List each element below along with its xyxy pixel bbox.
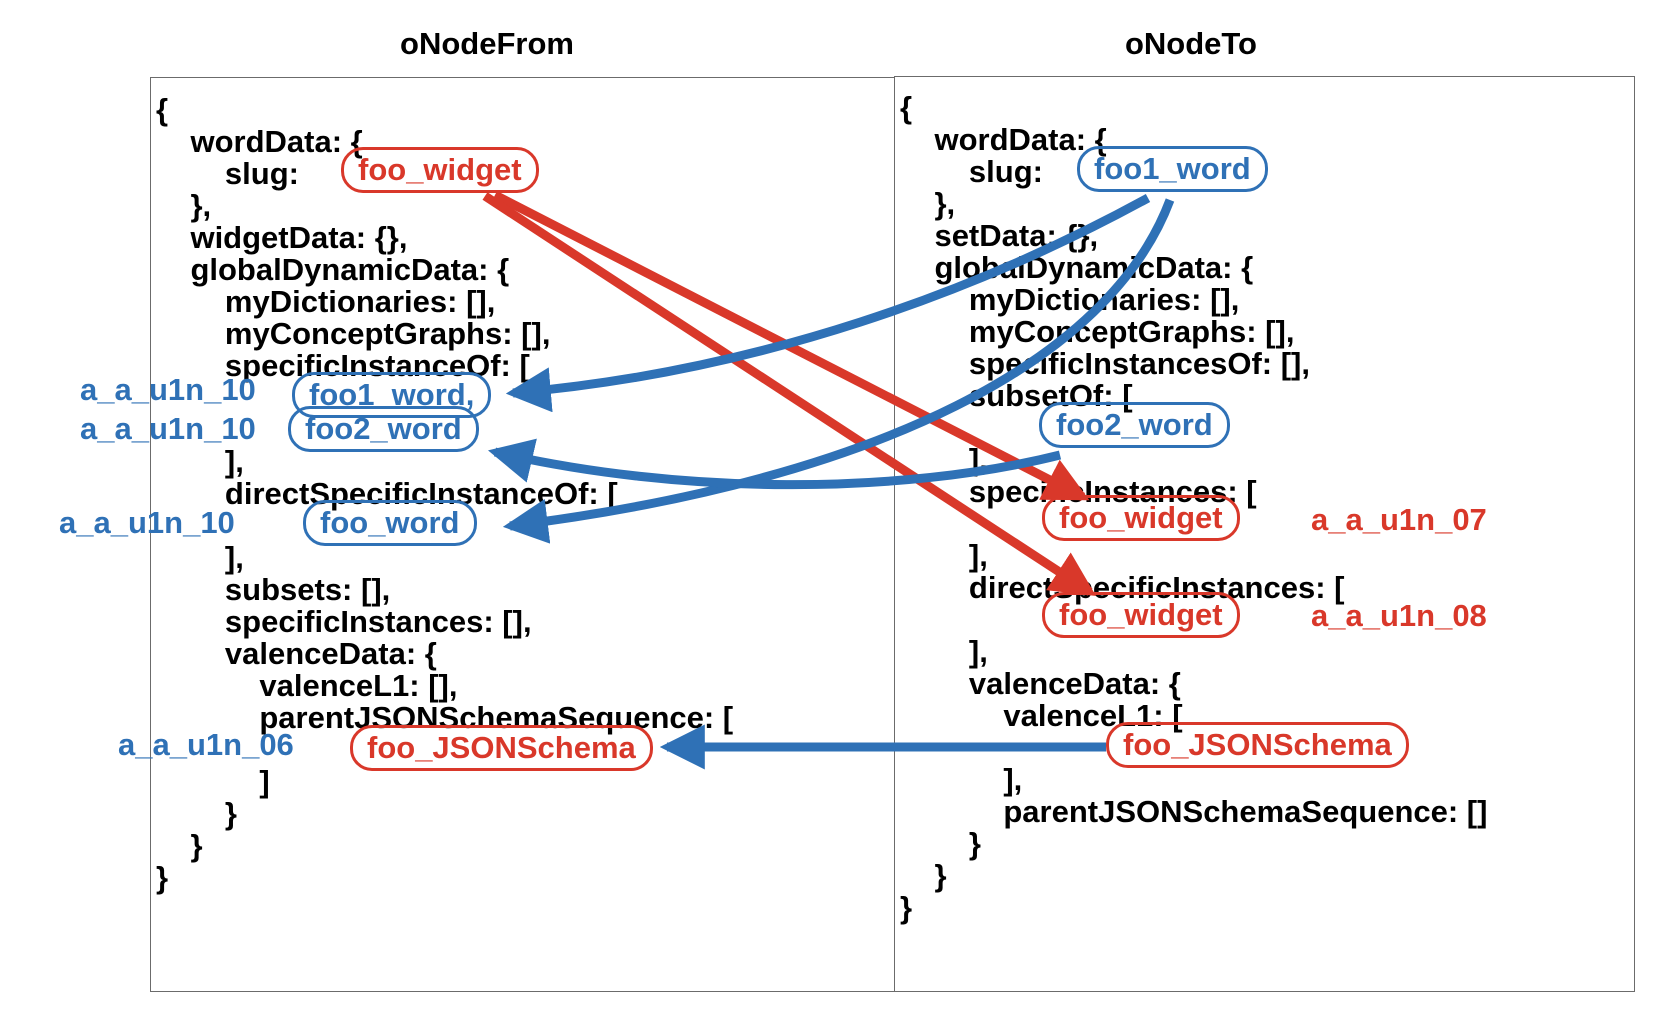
to-code-line: myConceptGraphs: [], [900,314,1295,349]
from-code-line: specificInstanceOf: [ [156,348,530,383]
from-code-line: subsets: [], [156,572,391,607]
from-code-line: widgetData: {}, [156,220,408,255]
from-code-line: myConceptGraphs: [], [156,316,551,351]
from-direct-label: a_a_u1n_10 [59,505,235,540]
onodeto-title: oNodeTo [1124,26,1257,61]
to-code-line: } [900,826,981,861]
from-instance2-pill: foo2_word [288,406,479,452]
onodefrom-code: { wordData: { slug: }, widgetData: {}, g… [156,94,733,894]
from-code-line: valenceData: { [156,636,437,671]
onodefrom-title: oNodeFrom [400,26,574,61]
from-direct-pill: foo_word [303,500,477,546]
from-code-line: }, [156,188,212,223]
to-code-line: { [900,90,913,125]
to-code-line: slug: [900,154,1043,189]
from-code-line: ], [156,540,244,575]
to-code-line: specificInstancesOf: [], [900,346,1310,381]
from-code-line: } [156,860,169,895]
from-code-line: myDictionaries: [], [156,284,496,319]
from-schema-pill: foo_JSONSchema [350,725,653,771]
from-code-line: ], [156,444,244,479]
to-slug-pill: foo1_word [1077,146,1268,192]
from-code-line: { [156,92,169,127]
to-code-line: globalDynamicData: { [900,250,1254,285]
from-code-line: specificInstances: [], [156,604,532,639]
from-code-line: valenceL1: [], [156,668,458,703]
to-code-line: myDictionaries: [], [900,282,1240,317]
to-code-line: } [900,858,947,893]
from-instance2-label: a_a_u1n_10 [80,411,256,446]
from-code-line: globalDynamicData: { [156,252,510,287]
to-code-line: ], [900,634,988,669]
to-code-line: } [900,890,913,925]
to-direct-label: a_a_u1n_08 [1311,598,1487,633]
to-code-line: ], [900,762,1023,797]
to-code-line: ], [900,538,988,573]
to-code-line: wordData: { [900,122,1107,157]
to-direct-pill: foo_widget [1042,592,1240,638]
from-schema-label: a_a_u1n_06 [118,727,294,762]
to-code-line: parentJSONSchemaSequence: [] [900,794,1488,829]
to-subset-pill: foo2_word [1039,402,1230,448]
to-code-line: valenceL1: [ [900,698,1183,733]
to-code-line: ], [900,442,988,477]
to-code-line: }, [900,186,956,221]
from-code-line: slug: [156,156,299,191]
from-code-line: } [156,828,203,863]
to-valence-pill: foo_JSONSchema [1106,722,1409,768]
from-slug-pill: foo_widget [341,147,539,193]
to-code-line: setData: {}, [900,218,1099,253]
from-code-line: } [156,796,237,831]
to-instance-pill: foo_widget [1042,495,1240,541]
from-instance1-label: a_a_u1n_10 [80,372,256,407]
from-code-line: ] [156,764,270,799]
to-instance-label: a_a_u1n_07 [1311,502,1487,537]
to-code-line: valenceData: { [900,666,1181,701]
